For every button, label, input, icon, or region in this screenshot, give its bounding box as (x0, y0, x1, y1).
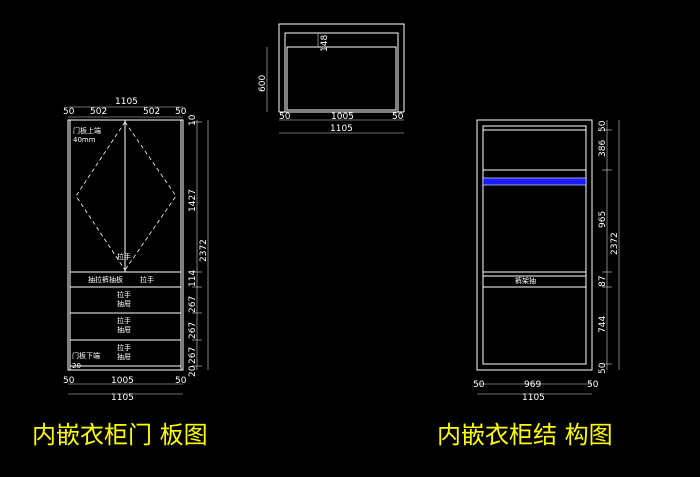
note-drawer-4-handle: 拉手 (117, 343, 131, 352)
structure-dim-part-4: 87 (598, 276, 608, 287)
dim-top-part-2: 502 (90, 107, 107, 117)
note-drawer-handle: 拉手 (140, 275, 154, 284)
dim-top-total: 1105 (115, 97, 138, 107)
plan-dim-bottom-total: 1105 (330, 124, 353, 134)
dim-top-part-1: 50 (63, 107, 75, 117)
plan-outer-u (278, 23, 405, 112)
dim-bottom-part-1: 50 (63, 376, 75, 386)
note-drawer-2-handle: 拉手 (117, 290, 131, 299)
structure-dim-part-6: 50 (598, 362, 608, 374)
dim-right-total: 2372 (199, 239, 209, 262)
plan-dim-bottom-part-2: 1005 (331, 112, 354, 122)
dim-bottom-total: 1105 (111, 393, 134, 403)
plan-dim-bottom-part-3: 50 (392, 112, 404, 122)
dim-top-part-4: 50 (175, 107, 187, 117)
structure-dim-part-5: 744 (598, 316, 608, 333)
structure-dim-part-1: 50 (598, 120, 608, 132)
note-drawer-label: 抽拉裤抽板 (88, 275, 123, 284)
dim-right-part-2: 1427 (188, 189, 198, 212)
note-drawer-3: 抽屉 (117, 325, 131, 334)
structure-dim-bottom-part-3: 50 (587, 380, 599, 390)
note-door-handle: 拉手 (117, 252, 131, 261)
dim-right-part-5: 267 (188, 322, 198, 339)
note-lower-door: 门板下端 (72, 351, 100, 360)
dim-bottom-part-2: 1005 (111, 376, 134, 386)
dim-bottom-part-3: 50 (175, 376, 187, 386)
structure-view: 裤架抽 50 386 965 87 744 50 2372 50 969 50 … (437, 119, 620, 449)
note-lower-gap: 20 (72, 362, 81, 370)
structure-dim-total: 2372 (610, 232, 620, 255)
structure-dim-part-2: 386 (598, 140, 608, 157)
structure-view-caption: 内嵌衣柜结 构图 (437, 421, 613, 449)
plan-dim-left: 600 (258, 75, 268, 92)
structure-inner-frame (482, 125, 587, 365)
dim-right-part-3: 114 (188, 270, 198, 287)
structure-dim-bottom-part-1: 50 (473, 380, 485, 390)
structure-mid-note: 裤架抽 (515, 276, 536, 285)
door-left-swing-indicator (75, 121, 126, 271)
dim-right-part-7: 20 (188, 365, 198, 377)
plan-outer-u-inner (284, 32, 399, 112)
note-drawer-3-handle: 拉手 (117, 316, 131, 325)
plan-view: 600 148 50 1005 50 1105 (258, 23, 405, 134)
door-right-swing-indicator (124, 121, 177, 271)
structure-dim-bottom-part-2: 969 (524, 380, 541, 390)
structure-hanging-rail (482, 177, 587, 186)
dim-top-part-3: 502 (143, 107, 160, 117)
plan-dim-inner: 148 (320, 35, 330, 52)
dim-right-part-4: 267 (188, 296, 198, 313)
structure-dim-part-3: 965 (598, 211, 608, 228)
plan-inner-box (286, 46, 397, 111)
note-upper-door: 门板上端 (73, 126, 101, 135)
note-upper-door-size: 40mm (73, 136, 96, 144)
structure-outer-frame (476, 119, 593, 371)
structure-dim-bottom-total: 1105 (522, 393, 545, 403)
plan-dim-bottom-part-1: 50 (279, 112, 291, 122)
note-drawer-4: 抽屉 (117, 352, 131, 361)
door-view-caption: 内嵌衣柜门 板图 (32, 421, 208, 449)
dim-right-part-6: 267 (188, 347, 198, 364)
dim-right-part-1: 10 (188, 114, 198, 126)
door-panel-view: 1105 50 502 502 50 门板上端 40mm 拉手 抽拉裤抽板 拉手… (32, 97, 209, 449)
note-drawer-2: 抽屉 (117, 299, 131, 308)
